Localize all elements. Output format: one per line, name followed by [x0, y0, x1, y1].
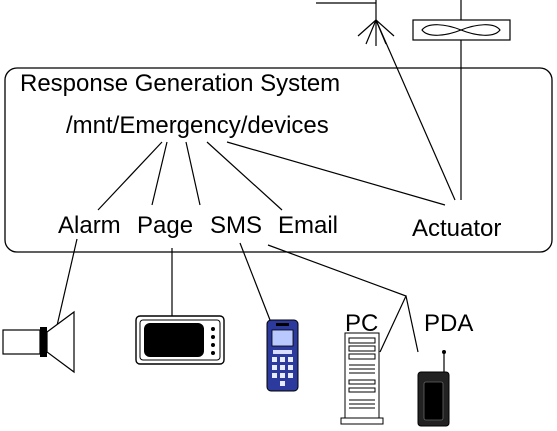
channel-alarm-label: Alarm	[58, 212, 121, 239]
connector-email-pda	[405, 295, 419, 353]
channel-email-label: Email	[278, 212, 339, 239]
connector-lines	[55, 19, 462, 353]
connector-actuator-antenna	[375, 19, 456, 201]
connector-path-page	[151, 141, 168, 206]
device-pc-label: PC	[345, 310, 379, 337]
device-pda-label: PDA	[424, 310, 474, 337]
connector-path-sms	[185, 141, 201, 206]
channel-sms-label: SMS	[210, 212, 263, 239]
desktop-pc-icon	[340, 332, 384, 425]
system-title: Response Generation System	[20, 70, 341, 97]
devices-path: /mnt/Emergency/devices	[66, 112, 329, 139]
fan-icon	[412, 0, 511, 41]
response-system-box	[4, 67, 553, 253]
siren-icon	[2, 310, 75, 374]
cell-phone-icon	[266, 319, 299, 392]
connector-path-actuator	[226, 141, 446, 206]
connector-alarm-siren	[55, 238, 78, 331]
pda-icon	[417, 350, 450, 427]
pager-icon	[135, 315, 225, 365]
connector-path-alarm	[97, 141, 163, 211]
channel-page-label: Page	[137, 212, 194, 239]
channel-actuator-label: Actuator	[412, 215, 502, 242]
connector-path-email	[206, 141, 283, 211]
connector-sms-phone	[239, 242, 271, 321]
antenna-icon	[316, 0, 395, 46]
